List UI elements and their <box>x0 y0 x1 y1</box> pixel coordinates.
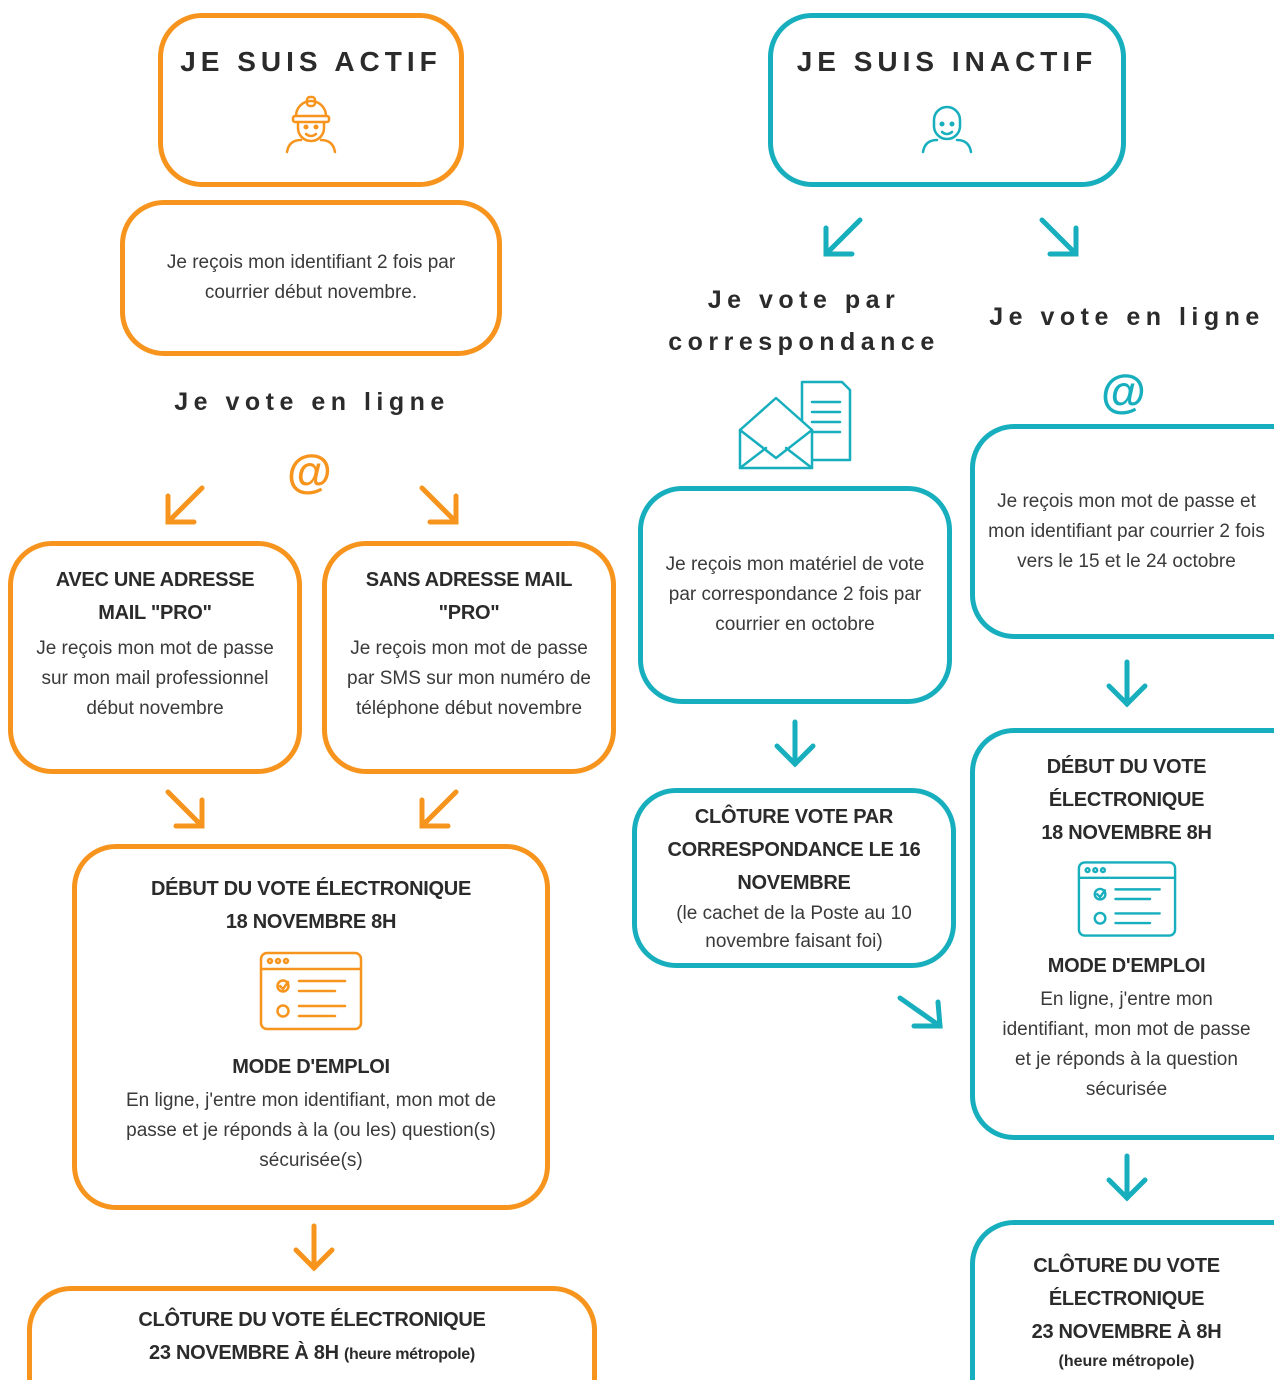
inactive-start-title-1: DÉBUT DU VOTE ÉLECTRONIQUE <box>1046 756 1207 811</box>
active-nopro-text: Je reçois mon mot de passe par SMS sur m… <box>347 638 591 719</box>
active-nopro-title: SANS ADRESSE MAIL "PRO" <box>365 569 573 624</box>
active-pro-text: Je reçois mon mot de passe sur mon mail … <box>36 638 274 719</box>
worker-icon <box>285 95 337 154</box>
inactive-close-title-1: CLÔTURE DU VOTE ÉLECTRONIQUE <box>1033 1255 1220 1310</box>
inactive-howto-text: En ligne, j'entre mon identifiant, mon m… <box>1002 989 1251 1100</box>
active-pro-title: AVEC UNE ADRESSE MAIL "PRO" <box>55 569 255 624</box>
active-header-box: JE SUIS ACTIF <box>158 13 464 187</box>
inactive-vote-start-box: DÉBUT DU VOTE ÉLECTRONIQUE 18 NOVEMBRE 8… <box>970 728 1274 1140</box>
active-start-title-2: 18 NOVEMBRE 8H <box>225 911 397 933</box>
active-arrow-down-2 <box>293 1223 335 1272</box>
inactive-header-box: JE SUIS INACTIF <box>768 13 1126 187</box>
active-arrow-merge-left <box>419 789 459 829</box>
active-close-line-2: 23 NOVEMBRE À 8H (heure métropole) <box>149 1337 475 1371</box>
active-arrow-merge-right <box>165 789 205 829</box>
inactive-mail-close-box: CLÔTURE VOTE PAR CORRESPONDANCE LE 16 NO… <box>632 788 956 968</box>
active-vote-start-box: DÉBUT DU VOTE ÉLECTRONIQUE 18 NOVEMBRE 8… <box>72 844 550 1210</box>
inactive-mail-material-box: Je reçois mon matériel de vote par corre… <box>638 486 952 704</box>
envelope-document-icon <box>738 380 852 470</box>
active-title: JE SUIS ACTIF <box>180 46 442 77</box>
inactive-arrow-down-left <box>823 217 863 257</box>
retiree-icon <box>921 105 973 154</box>
inactive-arrow-down-online-2 <box>1106 1153 1148 1202</box>
inactive-mail-close-note: (le cachet de la Poste au 10 novembre fa… <box>676 902 912 952</box>
active-online-heading: Je vote en ligne <box>174 388 450 416</box>
inactive-at-icon: @ <box>1101 365 1146 417</box>
active-arrow-down-right <box>419 485 459 525</box>
inactive-mail-text: Je reçois mon matériel de vote par corre… <box>665 554 925 635</box>
ballot-form-icon <box>1077 861 1176 937</box>
inactive-close-note: (heure métropole) <box>1058 1353 1195 1370</box>
inactive-close-title-2: 23 NOVEMBRE À 8H <box>1031 1321 1222 1343</box>
active-id-box: Je reçois mon identifiant 2 fois par cou… <box>120 200 502 356</box>
inactive-online-credentials-box: Je reçois mon mot de passe et mon identi… <box>970 424 1274 639</box>
active-arrow-down-1 <box>0 0 1 1</box>
active-pro-mail-box: AVEC UNE ADRESSE MAIL "PRO" Je reçois mo… <box>8 541 302 774</box>
active-at-icon: @ <box>287 445 332 497</box>
inactive-mail-close-title: CLÔTURE VOTE PAR CORRESPONDANCE LE 16 NO… <box>667 805 921 894</box>
active-close-note: (heure métropole) <box>344 1346 475 1363</box>
inactive-arrow-down-online-1 <box>1106 659 1148 708</box>
inactive-arrow-down-mail <box>774 719 816 768</box>
active-nopro-mail-box: SANS ADRESSE MAIL "PRO" Je reçois mon mo… <box>322 541 616 774</box>
active-howto-text: En ligne, j'entre mon identifiant, mon m… <box>125 1090 497 1171</box>
inactive-online-text: Je reçois mon mot de passe et mon identi… <box>988 490 1265 572</box>
inactive-howto-title: MODE D'EMPLOI <box>1047 955 1206 977</box>
inactive-mail-heading: Je vote par correspondance <box>668 286 940 356</box>
inactive-start-title-2: 18 NOVEMBRE 8H <box>1041 822 1212 844</box>
active-arrow-down-left <box>165 485 205 525</box>
active-vote-close-box: CLÔTURE DU VOTE ÉLECTRONIQUE 23 NOVEMBRE… <box>27 1286 597 1380</box>
ballot-form-icon <box>259 951 363 1031</box>
inactive-arrow-down-right <box>1039 217 1079 257</box>
active-close-title-1: CLÔTURE DU VOTE ÉLECTRONIQUE <box>138 1309 486 1331</box>
active-start-title-1: DÉBUT DU VOTE ÉLECTRONIQUE <box>151 878 471 900</box>
inactive-title: JE SUIS INACTIF <box>796 46 1098 77</box>
inactive-online-heading: Je vote en ligne <box>989 303 1265 331</box>
active-id-text: Je reçois mon identifiant 2 fois par cou… <box>166 252 456 303</box>
inactive-arrow-merge-right <box>897 995 943 1029</box>
inactive-vote-close-box: CLÔTURE DU VOTE ÉLECTRONIQUE 23 NOVEMBRE… <box>970 1220 1274 1380</box>
active-close-title-2: 23 NOVEMBRE À 8H <box>149 1342 339 1364</box>
active-howto-title: MODE D'EMPLOI <box>232 1056 390 1078</box>
